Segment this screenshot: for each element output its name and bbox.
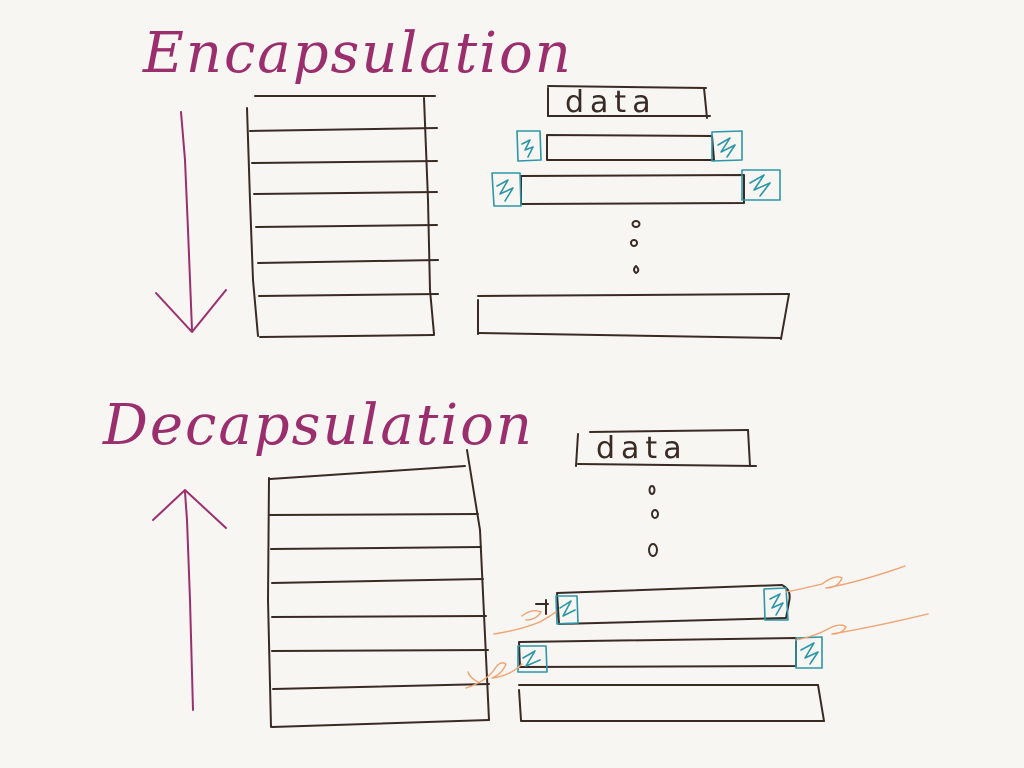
decapsulation-data-box: data: [575, 429, 757, 467]
stack-layer: [269, 513, 479, 516]
encapsulation-section: Encapsulation: [142, 21, 790, 340]
ellipsis-icon: [648, 485, 659, 557]
trailer-icon: [763, 587, 789, 621]
stack-layer: [269, 465, 466, 480]
encapsulation-data-box: data: [547, 85, 711, 120]
stack-layer: [258, 293, 439, 297]
decapsulated-frame: [518, 684, 825, 722]
header-icon: [517, 645, 548, 673]
encapsulated-packet-1: [516, 130, 743, 162]
trailer-icon: [795, 636, 823, 669]
stack-layer: [249, 127, 438, 132]
decapsulation-title: Decapsulation: [102, 393, 534, 458]
stack-layer: [255, 224, 438, 228]
encapsulated-frame: [477, 293, 790, 340]
encapsulation-protocol-stack: [246, 95, 439, 338]
decapsulation-protocol-stack: [267, 449, 490, 728]
decapsulated-packet-2: [517, 636, 823, 673]
trailer-icon: [741, 169, 781, 201]
stack-layer: [271, 578, 484, 584]
header-icon: [555, 595, 579, 625]
stack-layer: [271, 649, 489, 652]
encapsulated-packet-2: [491, 169, 781, 207]
stack-layer: [271, 719, 490, 728]
stack-layer: [253, 191, 438, 195]
ellipsis-icon: [630, 220, 641, 274]
down-arrow-icon: [155, 111, 227, 333]
decapsulated-packet-1: [535, 584, 791, 625]
header-icon: [491, 172, 522, 207]
decapsulation-section: Decapsulation: [102, 393, 929, 728]
stack-layer: [270, 546, 482, 550]
encapsulation-title: Encapsulation: [142, 21, 573, 86]
stack-layer: [257, 259, 439, 264]
stack-layer: [272, 683, 490, 690]
decapsulation-data-label: data: [596, 431, 688, 466]
stack-layer: [251, 160, 438, 164]
stack-layer: [259, 334, 435, 338]
header-icon: [516, 130, 542, 162]
encapsulation-data-label: data: [565, 85, 657, 120]
up-arrow-icon: [152, 489, 227, 711]
trailer-icon: [711, 130, 743, 162]
stack-layer: [271, 615, 487, 618]
removed-header-trail: [465, 565, 929, 689]
